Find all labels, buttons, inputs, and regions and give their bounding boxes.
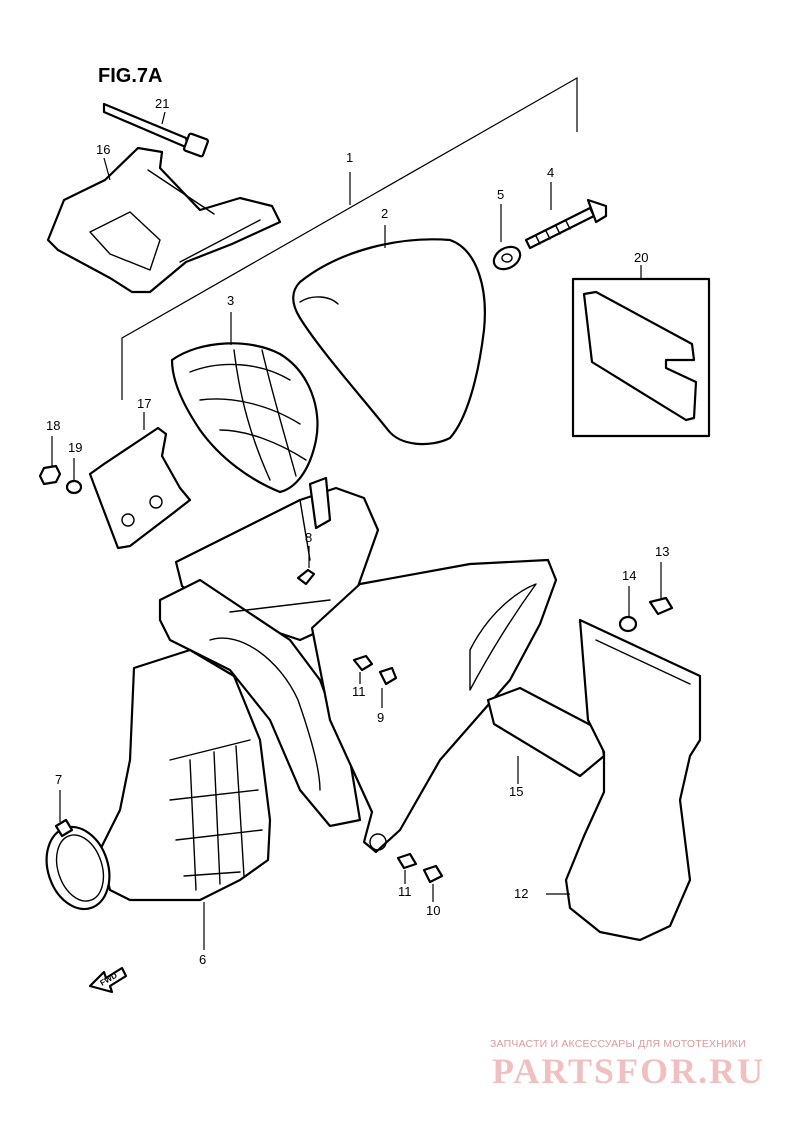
part-18-bolt [38, 436, 62, 486]
callout-17: 17 [137, 396, 151, 411]
watermark-caption: ЗАПЧАСТИ И АКСЕССУАРЫ ДЛЯ МОТОТЕХНИКИ [490, 1038, 746, 1050]
part-11-lower-nut [396, 852, 418, 884]
part-4-wing-bolt [524, 182, 608, 250]
callout-4: 4 [547, 165, 554, 180]
callout-21: 21 [155, 96, 169, 111]
callout-6: 6 [199, 952, 206, 967]
callout-14: 14 [622, 568, 636, 583]
part-21-cable-tie [102, 102, 210, 158]
part-13-bolt [648, 562, 674, 616]
callout-10: 10 [426, 903, 440, 918]
part-7-clamp [45, 790, 111, 911]
part-3-cage [170, 312, 319, 494]
callout-9: 9 [377, 710, 384, 725]
callout-20: 20 [634, 250, 648, 265]
part-9-bolt [378, 666, 398, 708]
part-17-bracket [88, 412, 192, 550]
part-14-washer [618, 586, 638, 633]
callout-16: 16 [96, 142, 110, 157]
figure-title: FIG.7A [98, 65, 162, 87]
callout-19: 19 [68, 440, 82, 455]
callout-3: 3 [227, 293, 234, 308]
callout-12: 12 [514, 886, 528, 901]
callout-2: 2 [381, 206, 388, 221]
part-2-filter-element [292, 225, 486, 446]
callout-11-lower: 11 [398, 884, 412, 899]
part-11-upper-nut [352, 654, 374, 684]
assembly-bracket-1 [121, 76, 578, 400]
part-6-intake-boot [98, 648, 272, 950]
callout-5: 5 [497, 187, 504, 202]
airbox-housing [158, 476, 380, 828]
callout-18: 18 [46, 418, 60, 433]
watermark-logo: PARTSFOR.RU [492, 1051, 766, 1091]
part-15-side-bracket [310, 558, 606, 854]
callout-7: 7 [55, 772, 62, 787]
part-20-label-plate [571, 265, 711, 438]
part-10-bolt [422, 864, 444, 902]
part-5-washer [492, 204, 522, 271]
part-8-bolt [296, 546, 316, 586]
callout-11-upper: 11 [352, 684, 366, 699]
part-12-duct [546, 618, 702, 942]
part-19-washer [65, 458, 83, 495]
fwd-direction-arrow: FWD [88, 966, 128, 994]
callout-15: 15 [509, 784, 523, 799]
callout-1: 1 [346, 150, 353, 165]
callout-13: 13 [655, 544, 669, 559]
part-16-cover [46, 146, 282, 294]
callout-8: 8 [305, 530, 312, 545]
